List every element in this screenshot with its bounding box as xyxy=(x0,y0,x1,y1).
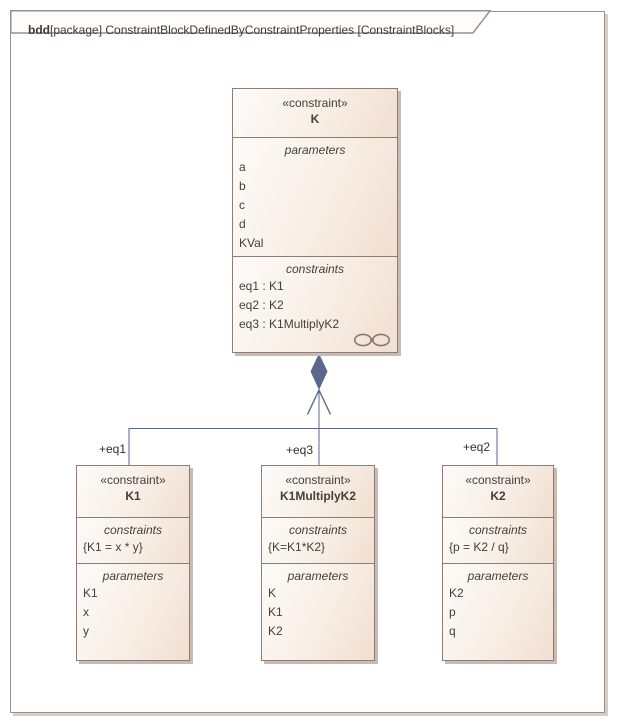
constraint-item: {K1 = x * y} xyxy=(83,540,143,554)
block-K1-header: «constraint» K1 xyxy=(77,466,189,517)
stereotype-label: «constraint» xyxy=(285,473,351,487)
block-K1MultiplyK2-constraints-compartment: constraints {K=K1*K2} xyxy=(262,517,374,563)
parameter-item: c xyxy=(239,198,245,212)
constraint-block-K2[interactable]: «constraint» K2 constraints {p = K2 / q}… xyxy=(442,465,554,661)
parameter-item: a xyxy=(239,160,246,174)
block-name: K2 xyxy=(490,489,506,503)
constraint-item: eq1 : K1 xyxy=(239,279,284,293)
parameter-item: p xyxy=(449,605,456,619)
parameter-item: K2 xyxy=(449,586,464,600)
block-K2-parameters-compartment: parameters K2 p q xyxy=(443,563,553,660)
compartment-label: parameters xyxy=(102,569,164,583)
parameter-item: b xyxy=(239,179,246,193)
compartment-label: constraints xyxy=(285,262,345,276)
block-K-constraints-compartment: constraints eq1 : K1 eq2 : K2 eq3 : K1Mu… xyxy=(233,256,397,352)
block-K1MultiplyK2-header: «constraint» K1MultiplyK2 xyxy=(262,466,374,517)
constraint-item: eq2 : K2 xyxy=(239,298,284,312)
stereotype-label: «constraint» xyxy=(465,473,531,487)
compartment-label: parameters xyxy=(287,569,349,583)
diagram-frame-tab: bdd[package] ConstraintBlockDefinedByCon… xyxy=(10,10,492,37)
composition-diamond[interactable] xyxy=(310,353,328,391)
block-name: K xyxy=(310,112,320,126)
constraint-item: {K=K1*K2} xyxy=(268,540,326,554)
role-label-eq3: +eq3 xyxy=(285,443,313,457)
parameter-item: K xyxy=(268,586,277,600)
parameter-item: d xyxy=(239,217,246,231)
constraint-block-K1MultiplyK2[interactable]: «constraint» K1MultiplyK2 constraints {K… xyxy=(261,465,375,661)
block-K1-constraints-compartment: constraints {K1 = x * y} xyxy=(77,517,189,563)
block-K-parameters-compartment: parameters a b c d KVal xyxy=(233,137,397,256)
block-K2-constraints-compartment: constraints {p = K2 / q} xyxy=(443,517,553,563)
compartment-label: constraints xyxy=(468,523,528,537)
constraint-block-K1[interactable]: «constraint» K1 constraints {K1 = x * y}… xyxy=(76,465,190,661)
parameter-item: K1 xyxy=(268,605,283,619)
block-K1-parameters-compartment: parameters K1 x y xyxy=(77,563,189,660)
block-K1MultiplyK2-parameters-compartment: parameters K K1 K2 xyxy=(262,563,374,660)
compartment-label: constraints xyxy=(103,523,163,537)
parameter-item: K2 xyxy=(268,624,283,638)
compartment-label: parameters xyxy=(284,143,346,157)
constraint-block-K[interactable]: «constraint» K parameters a b c d KVal c… xyxy=(232,88,398,353)
parameter-item: K1 xyxy=(83,586,98,600)
block-name: K1 xyxy=(125,489,141,503)
diagram-title: bdd[package] ConstraintBlockDefinedByCon… xyxy=(28,23,488,43)
parameter-item: KVal xyxy=(239,236,264,250)
compartment-label: parameters xyxy=(467,569,529,583)
role-label-eq2: +eq2 xyxy=(462,440,490,454)
role-label-eq1: +eq1 xyxy=(98,442,126,456)
constraint-item: {p = K2 / q} xyxy=(449,540,509,554)
connector-branch-eq1-eq2[interactable] xyxy=(128,427,498,466)
compartment-label: constraints xyxy=(288,523,348,537)
constraint-item: eq3 : K1MultiplyK2 xyxy=(239,317,340,331)
linked-ovals-icon xyxy=(353,333,391,347)
stereotype-label: «constraint» xyxy=(282,96,348,110)
block-name: K1MultiplyK2 xyxy=(279,489,356,503)
stereotype-label: «constraint» xyxy=(100,473,166,487)
parameter-item: y xyxy=(83,624,89,638)
diagram-title-text: [package] ConstraintBlockDefinedByConstr… xyxy=(50,23,455,37)
parameter-item: q xyxy=(449,624,456,638)
block-K2-header: «constraint» K2 xyxy=(443,466,553,517)
frame-tab-shape xyxy=(10,10,492,34)
diagram-kind-keyword: bdd xyxy=(28,23,50,37)
block-K-header: «constraint» K xyxy=(233,89,397,137)
parameter-item: x xyxy=(83,605,89,619)
